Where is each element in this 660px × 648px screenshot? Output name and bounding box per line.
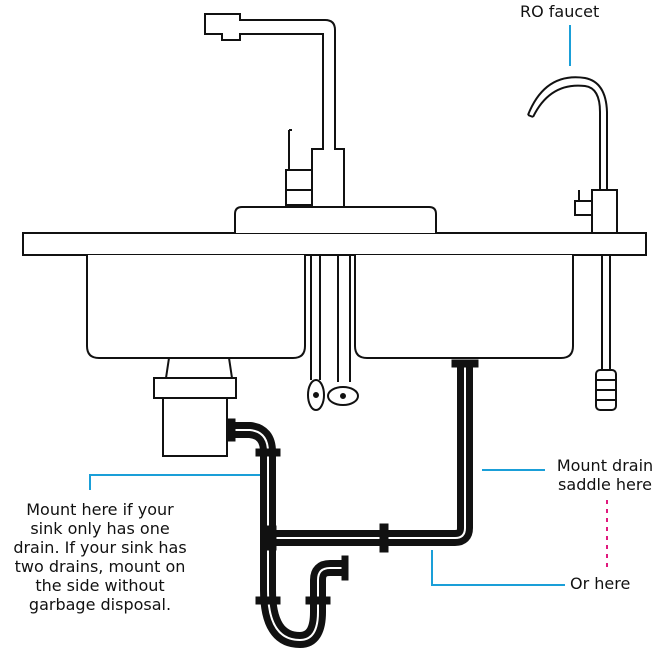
mount-drain-saddle-line1: Mount drain [556, 456, 654, 475]
countertop [22, 232, 647, 256]
left-sink-basin [86, 255, 306, 359]
callout-lines [89, 25, 571, 586]
left-callout [89, 474, 260, 490]
main-faucet-base [234, 206, 437, 233]
or-here-callout [431, 550, 565, 586]
main-faucet [204, 13, 345, 208]
mount-here-line1: Mount here if your [26, 500, 174, 519]
mount-here-line4: two drains, mount on [14, 557, 186, 576]
pipe-couplings [226, 359, 479, 605]
garbage-disposal [153, 357, 237, 457]
ro-faucet-text: RO faucet [520, 2, 600, 21]
ro-faucet [527, 76, 618, 234]
mount-here-line3: drain. If your sink has [13, 538, 187, 557]
ro-supply-line [595, 255, 617, 411]
mount-here-label: Mount here if your sink only has one dra… [0, 500, 200, 614]
or-here-label: Or here [570, 574, 660, 593]
ro-faucet-label: RO faucet [520, 2, 620, 21]
supply-hoses [307, 255, 359, 411]
mount-here-line2: sink only has one [30, 519, 170, 538]
right-sink-basin [354, 255, 574, 359]
mount-drain-saddle-label: Mount drain saddle here [540, 456, 660, 494]
mount-here-line5: the side without [35, 576, 165, 595]
or-here-text: Or here [570, 574, 631, 593]
mount-here-line6: garbage disposal. [28, 595, 172, 614]
mount-drain-saddle-line2: saddle here [558, 475, 652, 494]
